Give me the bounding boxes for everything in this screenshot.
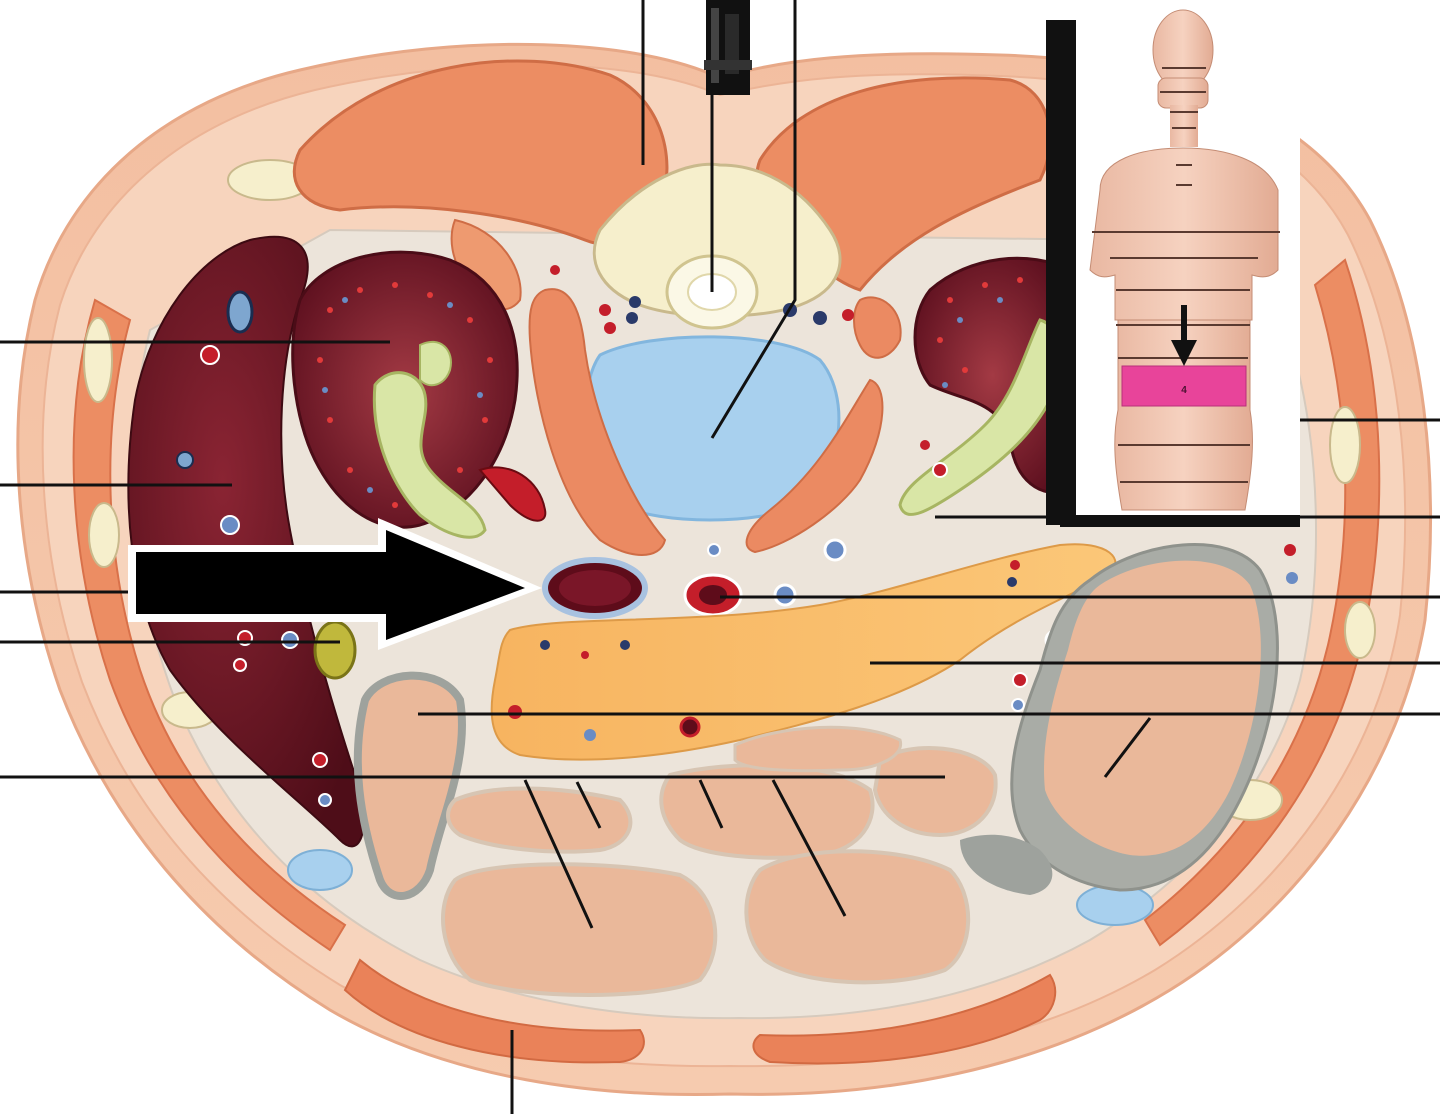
descending-colon-lumen — [1044, 560, 1261, 856]
costal-cartilage-right — [1076, 884, 1154, 926]
right-psoas-upper — [853, 296, 902, 359]
splenic-vessel-2 — [1012, 672, 1028, 688]
left-psoas — [528, 288, 667, 556]
leader-colon — [1103, 717, 1152, 778]
small-bowel-5 — [872, 746, 998, 838]
lumbar-vein-2 — [823, 538, 847, 562]
bowel-loops — [353, 543, 1279, 997]
small-bowel-4 — [744, 849, 971, 985]
small-bowel-2 — [659, 763, 875, 860]
liver — [127, 235, 365, 848]
left-renal-dot — [550, 265, 560, 275]
right-kidney-dots — [937, 277, 1023, 373]
down-arrow-icon — [1171, 305, 1197, 366]
rib-right-lateral — [1329, 406, 1361, 484]
leader-top-3 — [710, 0, 797, 439]
left-kidney-dots — [317, 282, 493, 508]
small-bowel-6 — [733, 725, 903, 773]
aorta-lumen — [699, 585, 727, 605]
paraspinal-vein-2 — [626, 312, 638, 324]
paraspinal-artery-2 — [604, 322, 616, 334]
small-bowel-1 — [446, 786, 633, 854]
lumbar-vein-1 — [773, 583, 797, 607]
vertebra — [528, 162, 902, 556]
leader-bowel-1 — [523, 779, 594, 929]
right-psoas — [745, 378, 884, 554]
leader-bowel-2 — [575, 781, 602, 829]
inset-orientation-panel: 4 — [1046, 0, 1300, 527]
renal-artery-dot-2 — [920, 440, 930, 450]
left-renal-pelvis — [372, 371, 487, 539]
rib-left-lateral — [83, 317, 113, 403]
paraspinal-artery-3 — [842, 309, 854, 321]
left-kidney-blue-dots — [322, 297, 483, 493]
inset-slice-number: 4 — [1181, 385, 1187, 396]
inset-shadow — [1046, 20, 1076, 525]
lumbar-vein-3 — [707, 543, 721, 557]
costal-cartilage-left — [287, 849, 353, 891]
left-renal-vein — [478, 466, 547, 522]
torso-mannequin-icon: 4 — [1089, 9, 1280, 511]
rib-left-lateral-2 — [88, 502, 120, 568]
colon-wall-lower — [960, 834, 1053, 895]
leader-bowel-3 — [698, 779, 724, 829]
black-arrow-icon — [128, 518, 542, 650]
right-rectus-muscle — [752, 973, 1057, 1065]
left-rectus-muscle — [343, 958, 645, 1064]
right-kidney-blue-dots — [942, 297, 1003, 388]
probe-icon — [704, 0, 752, 95]
left-kidney-group — [291, 250, 519, 539]
left-renal-pelvis-upper — [419, 340, 452, 387]
small-bowel-3 — [441, 862, 718, 997]
paraspinal-vein-4 — [813, 311, 827, 325]
pancreas-vessels — [508, 560, 1020, 741]
renal-artery-dot — [932, 462, 948, 478]
paraspinal-artery-1 — [599, 304, 611, 316]
leader-bowel-4 — [771, 779, 847, 917]
paraspinal-vein-1 — [629, 296, 641, 308]
rib-right-lateral-2 — [1344, 601, 1376, 659]
duodenum — [353, 671, 467, 900]
gallbladder — [313, 620, 357, 680]
gastric-vessel — [1284, 544, 1296, 556]
splenic-vessel-3 — [1011, 698, 1025, 712]
highlighted-slice-band — [1121, 365, 1247, 407]
gastric-vessel-2 — [1286, 572, 1298, 584]
inferior-vena-cava-inner — [559, 570, 631, 606]
